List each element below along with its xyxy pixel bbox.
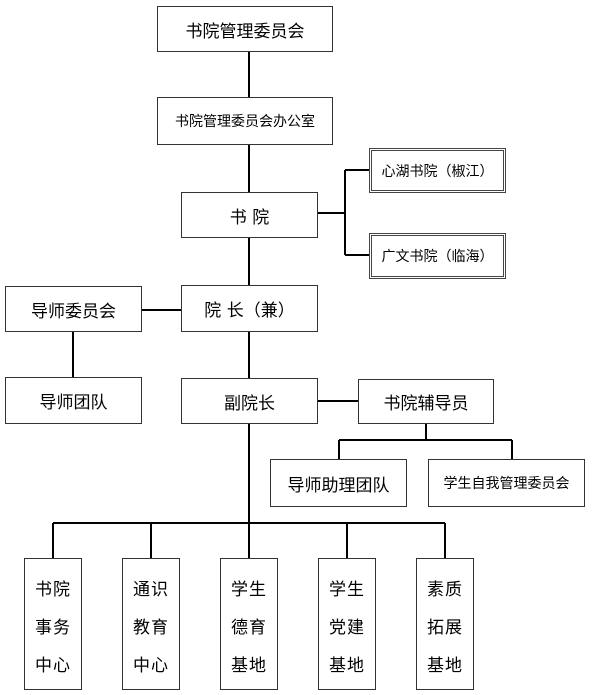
node-student-committee-label: 学生自我管理委员会 — [443, 476, 570, 492]
node-committee: 书院管理委员会 — [157, 6, 333, 52]
node-vice-dean-label: 副院长 — [224, 393, 275, 414]
node-committee-office: 书院管理委员会办公室 — [157, 97, 333, 145]
node-affairs-center: 书院 事务 中心 — [24, 558, 82, 690]
node-dean-label: 院 长（兼） — [204, 301, 295, 321]
node-committee-office-label: 书院管理委员会办公室 — [175, 114, 315, 130]
node-affairs-center-label: 书院 事务 中心 — [35, 580, 71, 676]
node-guangwen-label: 广文书院（临海） — [381, 249, 494, 265]
node-party-base-label: 学生 党建 基地 — [329, 580, 365, 676]
node-education-center-label: 通识 教育 中心 — [133, 580, 169, 676]
node-mentor-team: 导师团队 — [5, 377, 142, 424]
node-guangwen: 广文书院（临海） — [369, 233, 506, 279]
node-assistant-team-label: 导师助理团队 — [287, 475, 390, 496]
node-committee-label: 书院管理委员会 — [185, 21, 305, 42]
node-mentor-team-label: 导师团队 — [39, 393, 108, 413]
node-counselor: 书院辅导员 — [358, 379, 494, 424]
node-quality-base-label: 素质 拓展 基地 — [427, 580, 463, 676]
node-vice-dean: 副院长 — [181, 378, 318, 424]
node-counselor-label: 书院辅导员 — [383, 394, 469, 414]
node-assistant-team: 导师助理团队 — [270, 459, 407, 507]
node-dean: 院 长（兼） — [181, 285, 318, 332]
node-xinhu: 心湖书院（椒江） — [369, 148, 506, 193]
node-moral-base-label: 学生 德育 基地 — [231, 580, 267, 676]
node-academy-label: 书 院 — [229, 207, 270, 228]
node-quality-base: 素质 拓展 基地 — [416, 558, 474, 690]
node-xinhu-label: 心湖书院（椒江） — [381, 163, 494, 180]
node-mentor-committee: 导师委员会 — [5, 286, 142, 332]
node-education-center: 通识 教育 中心 — [122, 558, 180, 690]
node-student-committee: 学生自我管理委员会 — [428, 459, 585, 507]
node-moral-base: 学生 德育 基地 — [220, 558, 278, 690]
node-academy: 书 院 — [181, 192, 318, 238]
node-mentor-committee-label: 导师委员会 — [31, 301, 116, 322]
node-party-base: 学生 党建 基地 — [318, 558, 376, 690]
